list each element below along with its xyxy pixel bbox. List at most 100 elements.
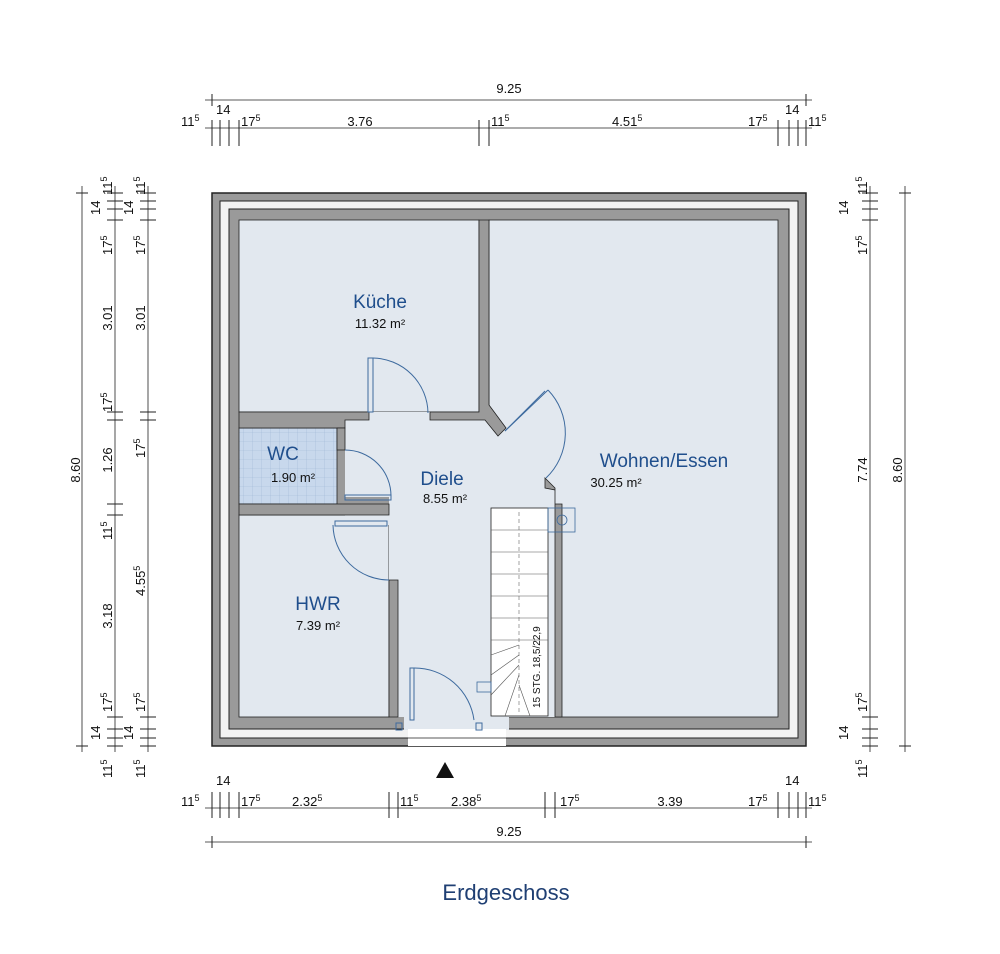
dim-top-d: 3.76 xyxy=(347,114,372,129)
dim-right-total: 8.60 xyxy=(890,457,905,482)
dim-left2-g: 17 xyxy=(133,698,148,712)
dim-bottom-b: 14 xyxy=(216,773,230,788)
svg-text:175: 175 xyxy=(854,693,870,712)
dim-bottom-d: 2.32 xyxy=(292,794,317,809)
svg-text:175: 175 xyxy=(99,393,115,412)
door-hwr xyxy=(332,520,390,581)
dim-left-total: 8.60 xyxy=(68,457,83,482)
dim-left1-e: 17 xyxy=(100,398,115,412)
dim-top-b: 14 xyxy=(216,102,230,117)
dim-bottom-j: 14 xyxy=(785,773,799,788)
dim-bottom-h: 3.39 xyxy=(657,794,682,809)
doors xyxy=(332,357,566,731)
dim-bottom-a-sup: 5 xyxy=(195,793,200,803)
dim-left2-g-sup: 5 xyxy=(132,693,142,698)
dim-left1-i: 17 xyxy=(100,698,115,712)
dim-left1-g-sup: 5 xyxy=(99,521,109,526)
svg-text:115: 115 xyxy=(132,176,148,195)
svg-text:115: 115 xyxy=(181,113,200,129)
dim-right-c: 17 xyxy=(855,241,870,255)
dim-top-e: 11 xyxy=(491,114,505,129)
dim-top-i: 11 xyxy=(808,114,822,129)
dim-bottom-c-sup: 5 xyxy=(255,793,260,803)
room-hwr-floor xyxy=(238,514,390,718)
dim-left2-d: 3.01 xyxy=(133,305,148,330)
room-wohnen-name: Wohnen/Essen xyxy=(600,451,729,472)
dim-top-total: 9.25 xyxy=(496,81,521,96)
dim-top-a: 11 xyxy=(181,114,195,129)
room-kueche-name: Küche xyxy=(353,292,407,313)
dim-left2-e: 17 xyxy=(133,444,148,458)
svg-text:115: 115 xyxy=(132,759,148,778)
svg-text:115: 115 xyxy=(808,113,827,129)
door-wohnen xyxy=(504,389,566,479)
dim-right-c-sup: 5 xyxy=(854,236,864,241)
room-wohnen-area: 30.25 m² xyxy=(590,475,642,490)
dim-right-a-sup: 5 xyxy=(854,176,864,181)
dim-bottom-f-sup: 5 xyxy=(476,793,481,803)
dim-bottom-g: 17 xyxy=(560,794,574,809)
dim-bottom-e-sup: 5 xyxy=(414,793,419,803)
svg-text:115: 115 xyxy=(181,793,200,809)
dim-right-g-sup: 5 xyxy=(854,759,864,764)
room-kueche-area: 11.32 m² xyxy=(355,316,406,331)
dimensions-bottom: 115 14 175 2.325 115 2.385 175 3.39 175 … xyxy=(181,773,827,848)
dim-top-i-sup: 5 xyxy=(822,113,827,123)
dimensions-right: 115 14 175 7.74 175 14 115 8.60 xyxy=(836,176,911,778)
dim-left1-i-sup: 5 xyxy=(99,693,109,698)
svg-text:2.325: 2.325 xyxy=(292,793,322,809)
dim-top-g: 17 xyxy=(748,114,762,129)
svg-text:115: 115 xyxy=(854,176,870,195)
dim-bottom-e: 11 xyxy=(400,794,414,809)
room-diele-name: Diele xyxy=(420,469,463,490)
stair-label: 15 STG. 18,5/22,9 xyxy=(532,626,543,708)
dim-top-e-sup: 5 xyxy=(505,113,510,123)
svg-text:2.385: 2.385 xyxy=(451,793,481,809)
dim-left1-e-sup: 5 xyxy=(99,393,109,398)
dimensions-left: 8.60 115 14 175 3.01 175 1.26 115 3.18 1… xyxy=(68,176,156,778)
staircase: 15 STG. 18,5/22,9 xyxy=(476,507,576,717)
dim-left2-f-sup: 5 xyxy=(132,566,142,571)
dim-left2-i-sup: 5 xyxy=(132,759,142,764)
room-hwr-name: HWR xyxy=(295,594,340,615)
svg-text:175: 175 xyxy=(560,793,579,809)
dim-left1-c-sup: 5 xyxy=(99,236,109,241)
svg-text:175: 175 xyxy=(132,693,148,712)
dim-top-g-sup: 5 xyxy=(762,113,767,123)
svg-text:175: 175 xyxy=(748,793,767,809)
svg-text:175: 175 xyxy=(854,236,870,255)
dim-top-f-sup: 5 xyxy=(637,113,642,123)
room-wc-floor xyxy=(238,427,338,505)
dim-left1-k-sup: 5 xyxy=(99,759,109,764)
door-entry xyxy=(395,667,483,731)
dim-left1-a-sup: 5 xyxy=(99,176,109,181)
svg-text:115: 115 xyxy=(99,521,115,540)
dim-right-b: 14 xyxy=(836,201,851,215)
dim-bottom-i-sup: 5 xyxy=(762,793,767,803)
dim-right-d: 7.74 xyxy=(855,457,870,482)
dim-top-c: 17 xyxy=(241,114,255,129)
svg-text:115: 115 xyxy=(491,113,510,129)
dim-left1-h: 3.18 xyxy=(100,603,115,628)
dim-bottom-total: 9.25 xyxy=(496,824,521,839)
dim-top-a-sup: 5 xyxy=(195,113,200,123)
floor-title: Erdgeschoss xyxy=(442,880,569,905)
svg-text:175: 175 xyxy=(748,113,767,129)
dim-left2-a: 11 xyxy=(133,182,148,196)
dim-right-f: 14 xyxy=(836,726,851,740)
dim-bottom-f: 2.38 xyxy=(451,794,476,809)
dim-left1-a: 11 xyxy=(100,182,115,196)
walls xyxy=(211,192,807,747)
dim-left2-e-sup: 5 xyxy=(132,439,142,444)
door-kueche xyxy=(367,357,429,414)
svg-text:115: 115 xyxy=(808,793,827,809)
svg-text:115: 115 xyxy=(99,176,115,195)
dim-bottom-k-sup: 5 xyxy=(822,793,827,803)
dim-left2-i: 11 xyxy=(133,765,148,779)
room-wc-name: WC xyxy=(267,444,299,465)
svg-text:175: 175 xyxy=(132,236,148,255)
room-hwr-area: 7.39 m² xyxy=(296,618,341,633)
door-wc xyxy=(344,449,392,501)
entrance-arrow-icon xyxy=(436,762,454,778)
